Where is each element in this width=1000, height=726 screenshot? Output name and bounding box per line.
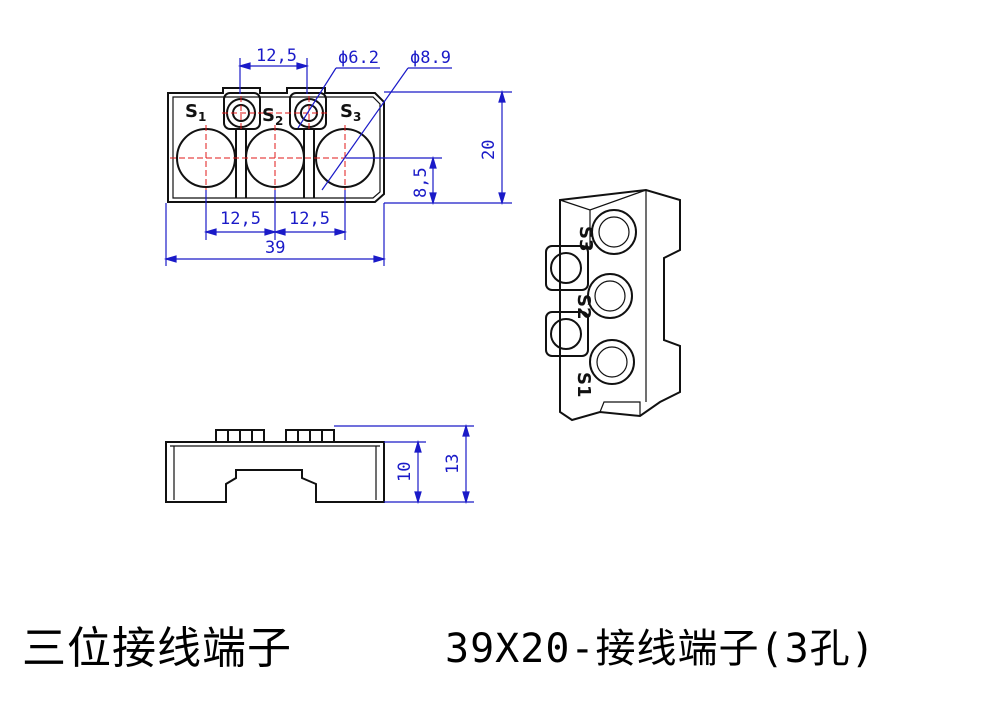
top-view-inner-outline [172, 96, 381, 199]
slot-1 [235, 129, 247, 198]
iso-label-s3: S3 [575, 226, 596, 252]
side-dimension-lines [334, 423, 474, 505]
top-view-outline [167, 87, 385, 203]
dim-side-height-total: 13 [443, 454, 463, 474]
iso-label-s2: S2 [573, 294, 594, 320]
terminal-label-s3: S3 [340, 101, 361, 124]
slot-2 [303, 129, 315, 198]
terminal-label-s1: S1 [185, 101, 206, 124]
iso-hole-1 [591, 209, 637, 255]
caption-right: 39X20-接线端子(3孔) [445, 626, 876, 672]
iso-hole-3 [589, 339, 635, 385]
dim-hole-center-height: 8,5 [411, 167, 431, 198]
side-view [165, 429, 385, 503]
pocket-1 [223, 92, 261, 130]
iso-outline [559, 188, 681, 422]
dim-hole-small: ϕ6.2 [338, 48, 379, 68]
dim-pitch-bottom-1: 12,5 [220, 209, 261, 229]
pocket-2 [289, 92, 327, 130]
tower-1 [215, 429, 265, 442]
isometric-view [545, 188, 681, 422]
dimension-lines [163, 58, 512, 266]
dim-hole-large: ϕ8.9 [410, 48, 451, 68]
iso-hole-2 [587, 273, 633, 319]
iso-label-s1: S1 [573, 372, 594, 398]
iso-pocket-1 [545, 245, 589, 291]
dim-side-height-inner: 10 [395, 462, 415, 482]
caption-left: 三位接线端子 [22, 623, 292, 674]
dim-height-total: 20 [479, 140, 499, 160]
terminal-label-s2: S2 [262, 105, 283, 128]
dim-width-total: 39 [265, 238, 285, 258]
dim-pitch-top: 12,5 [256, 46, 297, 66]
side-view-outline [165, 441, 385, 503]
dim-pitch-bottom-2: 12,5 [289, 209, 330, 229]
iso-pocket-2 [545, 311, 589, 357]
tower-2 [285, 429, 335, 442]
